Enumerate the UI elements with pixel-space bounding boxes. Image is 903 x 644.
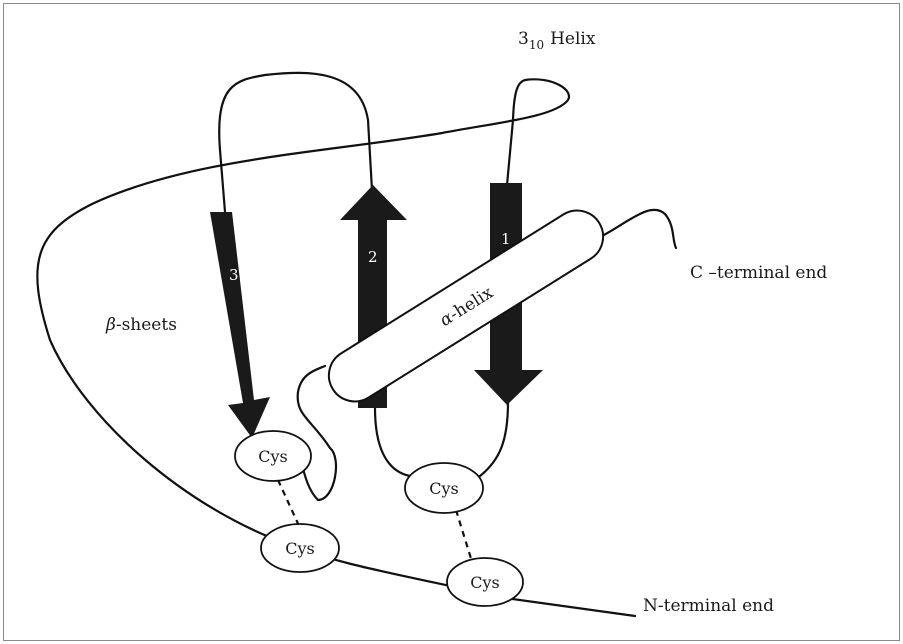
beta-strand-2 xyxy=(340,185,407,408)
svg-text:Cys: Cys xyxy=(429,479,459,498)
backbone-u-loop xyxy=(373,406,412,478)
disulfide-bond-right xyxy=(454,509,475,566)
backbone-top-loop xyxy=(218,71,374,214)
cys-residue-4: Cys xyxy=(446,557,524,607)
strand-2-number: 2 xyxy=(368,248,378,266)
strand-3-number: 3 xyxy=(229,266,239,284)
n-terminal-label: N-terminal end xyxy=(643,596,774,616)
beta-strand-3 xyxy=(210,212,270,438)
beta-sheets-label: β-sheets xyxy=(105,315,177,335)
svg-text:Cys: Cys xyxy=(470,573,500,592)
backbone-outer-loop xyxy=(36,78,637,618)
svg-text:Cys: Cys xyxy=(285,539,315,558)
backbone-c-terminal-tail xyxy=(596,208,678,250)
backbone-u-loop-right xyxy=(478,400,510,478)
cys-residue-2: Cys xyxy=(404,462,484,514)
alpha-helix-cylinder: α-helix xyxy=(327,209,605,403)
disulfide-bond-left xyxy=(277,479,301,529)
c-terminal-label: C –terminal end xyxy=(690,263,827,283)
backbone-cys-loop xyxy=(296,364,338,502)
cys-residue-1: Cys xyxy=(234,430,312,482)
cys-residue-3: Cys xyxy=(260,523,340,573)
svg-text:Cys: Cys xyxy=(258,447,288,466)
strand-1-number: 1 xyxy=(501,230,511,248)
